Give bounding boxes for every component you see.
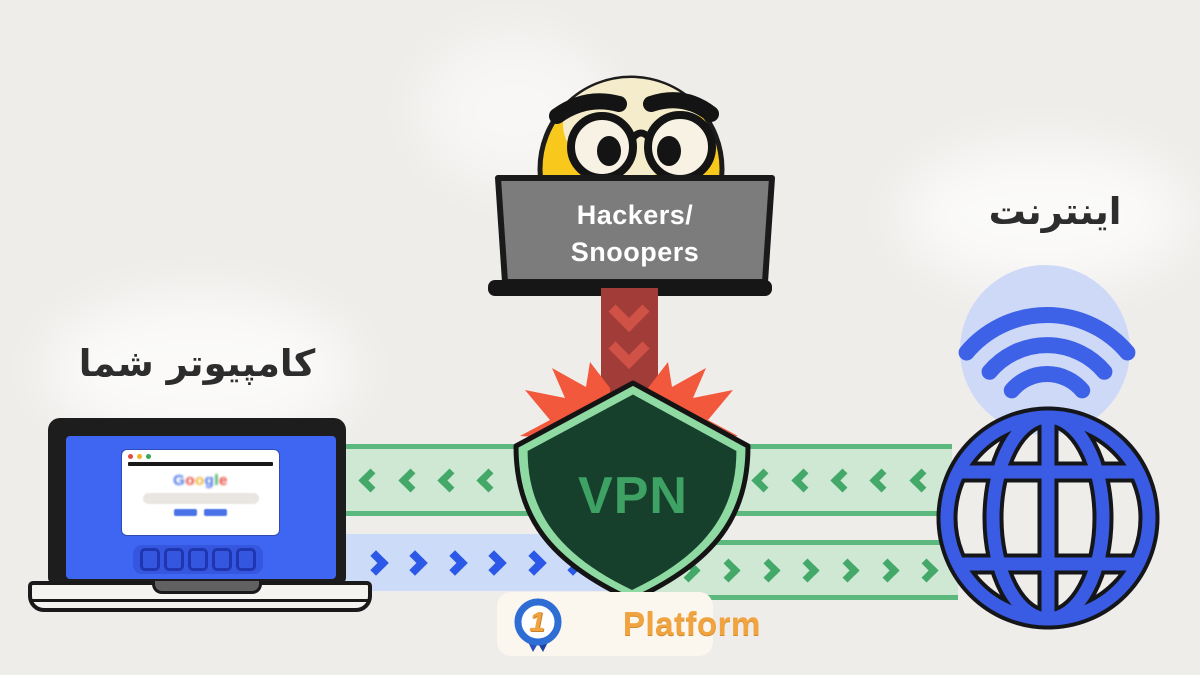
globe-icon xyxy=(936,406,1160,630)
chevron-right-icon xyxy=(875,557,900,583)
chevron-right-icon xyxy=(402,549,428,576)
glow-right xyxy=(900,145,1190,285)
traffic-light-dot xyxy=(137,454,142,459)
wifi-icon xyxy=(958,265,1136,435)
chevron-left-icon xyxy=(791,467,816,493)
chevron-left-icon xyxy=(869,467,894,493)
traffic-light-dot xyxy=(128,454,133,459)
google-logo: Google xyxy=(173,472,228,489)
hacker-label-line1: Hackers/ xyxy=(576,200,694,230)
brand-plate: 1 Platform xyxy=(497,592,760,656)
traffic-light-dot xyxy=(146,454,151,459)
hacker-label-line2: Snoopers xyxy=(570,237,700,267)
hacker-label: Hackers/ Snoopers xyxy=(500,197,770,271)
browser-traffic-lights xyxy=(122,454,279,459)
browser-window: Google xyxy=(122,450,279,535)
laptop-trackpad-notch xyxy=(152,581,262,594)
search-bar xyxy=(142,493,259,504)
hacker-face-icon xyxy=(488,75,775,296)
chevron-left-icon xyxy=(398,467,423,493)
brand-badge-number: 1 xyxy=(529,606,545,637)
brand-badge-icon xyxy=(514,598,562,652)
search-buttons xyxy=(122,509,279,516)
chevron-right-icon xyxy=(835,557,860,583)
laptop-base-line xyxy=(32,599,368,602)
internet-label: اینترنت xyxy=(988,190,1122,233)
chevron-right-icon xyxy=(362,549,389,576)
eyebrow-left xyxy=(549,93,627,124)
laptop-keyboard xyxy=(133,545,263,574)
chevron-left-icon xyxy=(830,467,855,493)
vpn-label: VPN xyxy=(578,467,688,525)
eyebrow-right xyxy=(643,92,719,122)
chevron-right-icon xyxy=(441,549,468,576)
browser-toolbar xyxy=(128,462,273,466)
vpn-shield-icon xyxy=(513,288,751,603)
chevron-left-icon xyxy=(358,467,383,493)
brand-name: Platform xyxy=(623,605,761,642)
chevron-left-icon xyxy=(437,467,462,493)
computer-label: کامپیوتر شما xyxy=(78,342,316,385)
chevron-right-icon xyxy=(795,557,820,583)
